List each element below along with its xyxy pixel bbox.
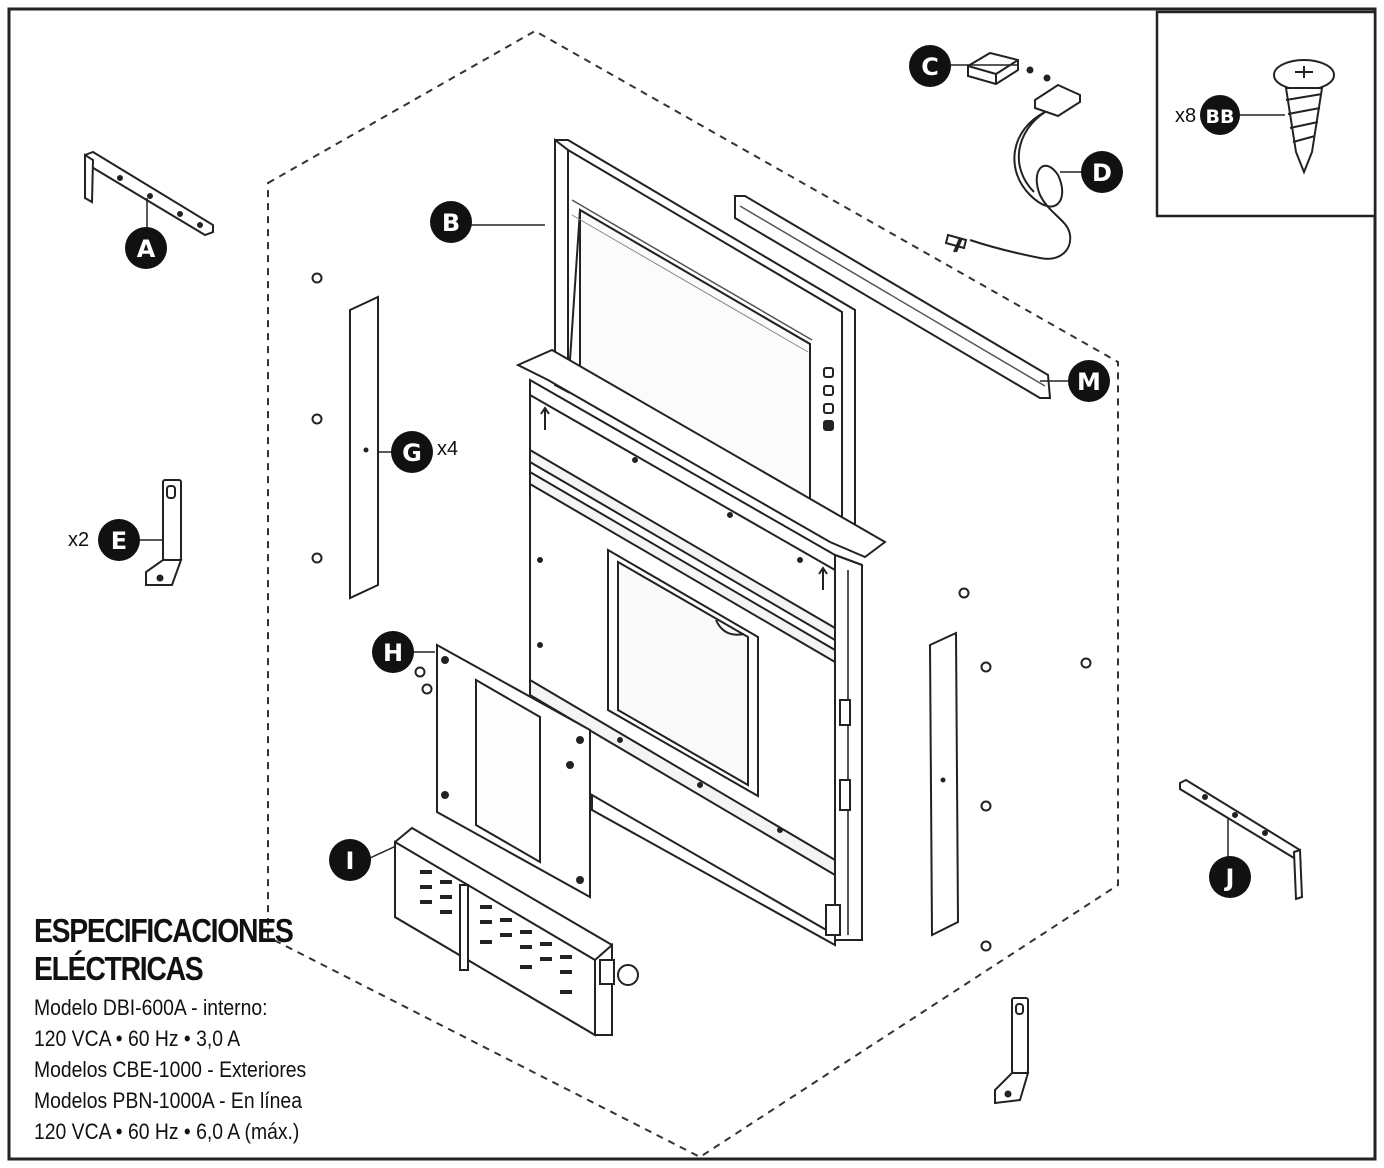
part-c-module (967, 51, 1051, 86)
svg-text:M: M (1077, 368, 1101, 396)
assembly-boundary-outline (267, 29, 1119, 1159)
spec-title-line2: ELÉCTRICAS (34, 950, 204, 987)
svg-text:E: E (111, 527, 127, 555)
callout-bb: BB (1200, 95, 1240, 135)
spec-line: Modelos PBN-1000A - En línea (34, 1088, 302, 1113)
quantity-label-e: x2 (68, 529, 89, 551)
svg-text:H: H (383, 639, 403, 667)
svg-text:B: B (442, 209, 460, 237)
spec-line: Modelo DBI-600A - interno: (34, 995, 268, 1020)
callout-a: A (125, 227, 167, 269)
svg-text:J: J (1224, 864, 1235, 892)
callout-j: J (1209, 856, 1251, 898)
diagram-border (7, 7, 1377, 1161)
svg-text:BB: BB (1206, 106, 1235, 128)
part-i-blower-housing (394, 826, 639, 1037)
part-g-strip-right (928, 631, 960, 937)
loose-screws (311, 272, 1092, 952)
quantity-label-g: x4 (437, 438, 458, 460)
part-e-bracket-bottom (994, 997, 1030, 1105)
svg-text:G: G (402, 439, 422, 467)
callout-e: E (98, 519, 140, 561)
part-a-bracket (84, 150, 214, 237)
part-g-strip-left (349, 295, 379, 600)
svg-text:A: A (137, 235, 156, 263)
part-b-downdraft-unit (515, 137, 887, 947)
callout-m: M (1068, 360, 1110, 402)
svg-text:C: C (921, 53, 939, 81)
part-h-filter-panel (436, 643, 591, 899)
part-e-bracket-left (145, 479, 183, 586)
leader-lines (140, 64, 1285, 859)
callout-g: G (391, 431, 433, 473)
spec-line: 120 VCA • 60 Hz • 3,0 A (34, 1026, 241, 1051)
callout-b: B (430, 201, 472, 243)
spec-title-line1: ESPECIFICACIONES (34, 912, 294, 949)
spec-line: 120 VCA • 60 Hz • 6,0 A (máx.) (34, 1119, 300, 1144)
svg-text:I: I (346, 847, 355, 875)
callout-c: C (909, 45, 951, 87)
quantity-label-bb: x8 (1175, 105, 1196, 127)
callout-h: H (372, 631, 414, 673)
callout-i: I (329, 839, 371, 881)
part-m-trim (734, 195, 1052, 399)
hardware-inset-box (1155, 10, 1377, 218)
spec-line: Modelos CBE-1000 - Exteriores (34, 1057, 307, 1082)
electrical-specifications: ESPECIFICACIONES ELÉCTRICAS Modelo DBI-6… (34, 912, 454, 1147)
svg-text:D: D (1092, 159, 1112, 187)
callout-d: D (1081, 151, 1123, 193)
part-j-bracket (1179, 778, 1304, 901)
part-d-harness (944, 83, 1081, 260)
part-bb-screw (1273, 59, 1335, 175)
